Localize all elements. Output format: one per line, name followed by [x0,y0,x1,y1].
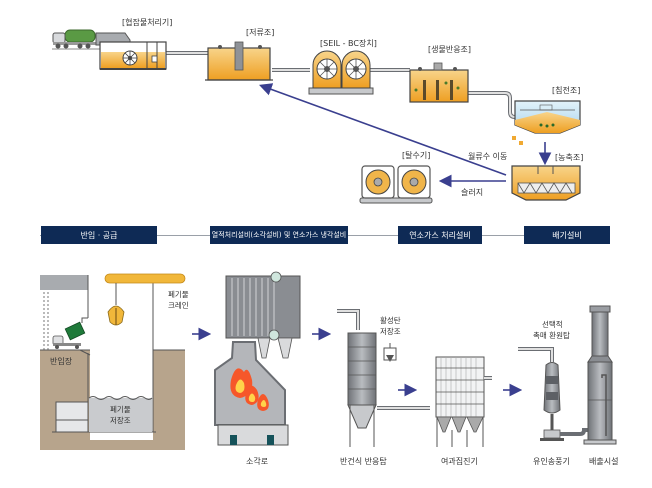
semi-dry-reactor-label: 반건식 반응탑 [340,456,387,466]
return-flow-label: 월류수 이동 [468,151,507,161]
waste-pit-label-2: 저장조 [110,415,131,425]
waste-crane [104,273,186,326]
waste-pit-label-1: 폐기물 [110,404,131,414]
pretreatment-label: [협잡물처리기] [122,17,172,27]
process-arrows [192,327,523,397]
crane-label-2: 크레인 [168,300,189,310]
scr-label-2: 촉매 환원탑 [533,330,570,340]
scr-tower [518,347,588,441]
stage-exhaust: 배기설비 [524,226,610,244]
storage-tank [205,41,273,81]
stack-label: 배출시설 [589,456,618,466]
receiving-area-label: 반입장 [50,356,73,366]
storage-tank-label: [저류조] [246,28,274,37]
seil-bc-unit [308,50,374,95]
receiving-building [40,275,185,450]
incinerator [214,271,301,446]
dehydrator-label: [탈수기] [402,150,430,160]
stage-flue-gas-treatment: 연소가스 처리설비 [398,226,482,244]
pretreatment-unit [95,32,167,70]
activated-carbon-silo [383,343,397,362]
tanker-truck-icon [52,29,100,50]
thickener [511,165,581,201]
semi-dry-reactor [337,309,430,447]
thickener-label: [농축조] [555,153,583,162]
return-flow-arrow [258,83,507,176]
dump-truck-icon [52,321,86,349]
dehydrator [359,165,433,204]
bag-filter [435,356,492,447]
stage-receiving-supply: 반입 · 공급 [41,226,157,244]
crane-label-1: 폐기물 [168,289,189,299]
incinerator-label: 소각로 [246,456,268,466]
stack [583,305,617,445]
scr-label-1: 선택적 [542,319,563,329]
bio-reactor-label: [생물반응조] [428,44,471,54]
sludge-label: 슬러지 [461,187,483,197]
settling-tank [512,100,581,145]
induced-fan-label: 유인송풍기 [533,456,570,466]
activated-carbon-label-1: 활성탄 [380,315,401,325]
settling-tank-label: [침전조] [552,85,580,95]
seil-bc-label: [SEIL - BC장치] [320,38,377,48]
stage-thermal-treatment: 열적처리설비(소각설비) 및 연소가스 냉각설비 [210,226,348,244]
bio-reactor [409,62,469,103]
bag-filter-label: 여과집진기 [441,456,478,466]
activated-carbon-label-2: 저장조 [380,326,401,336]
